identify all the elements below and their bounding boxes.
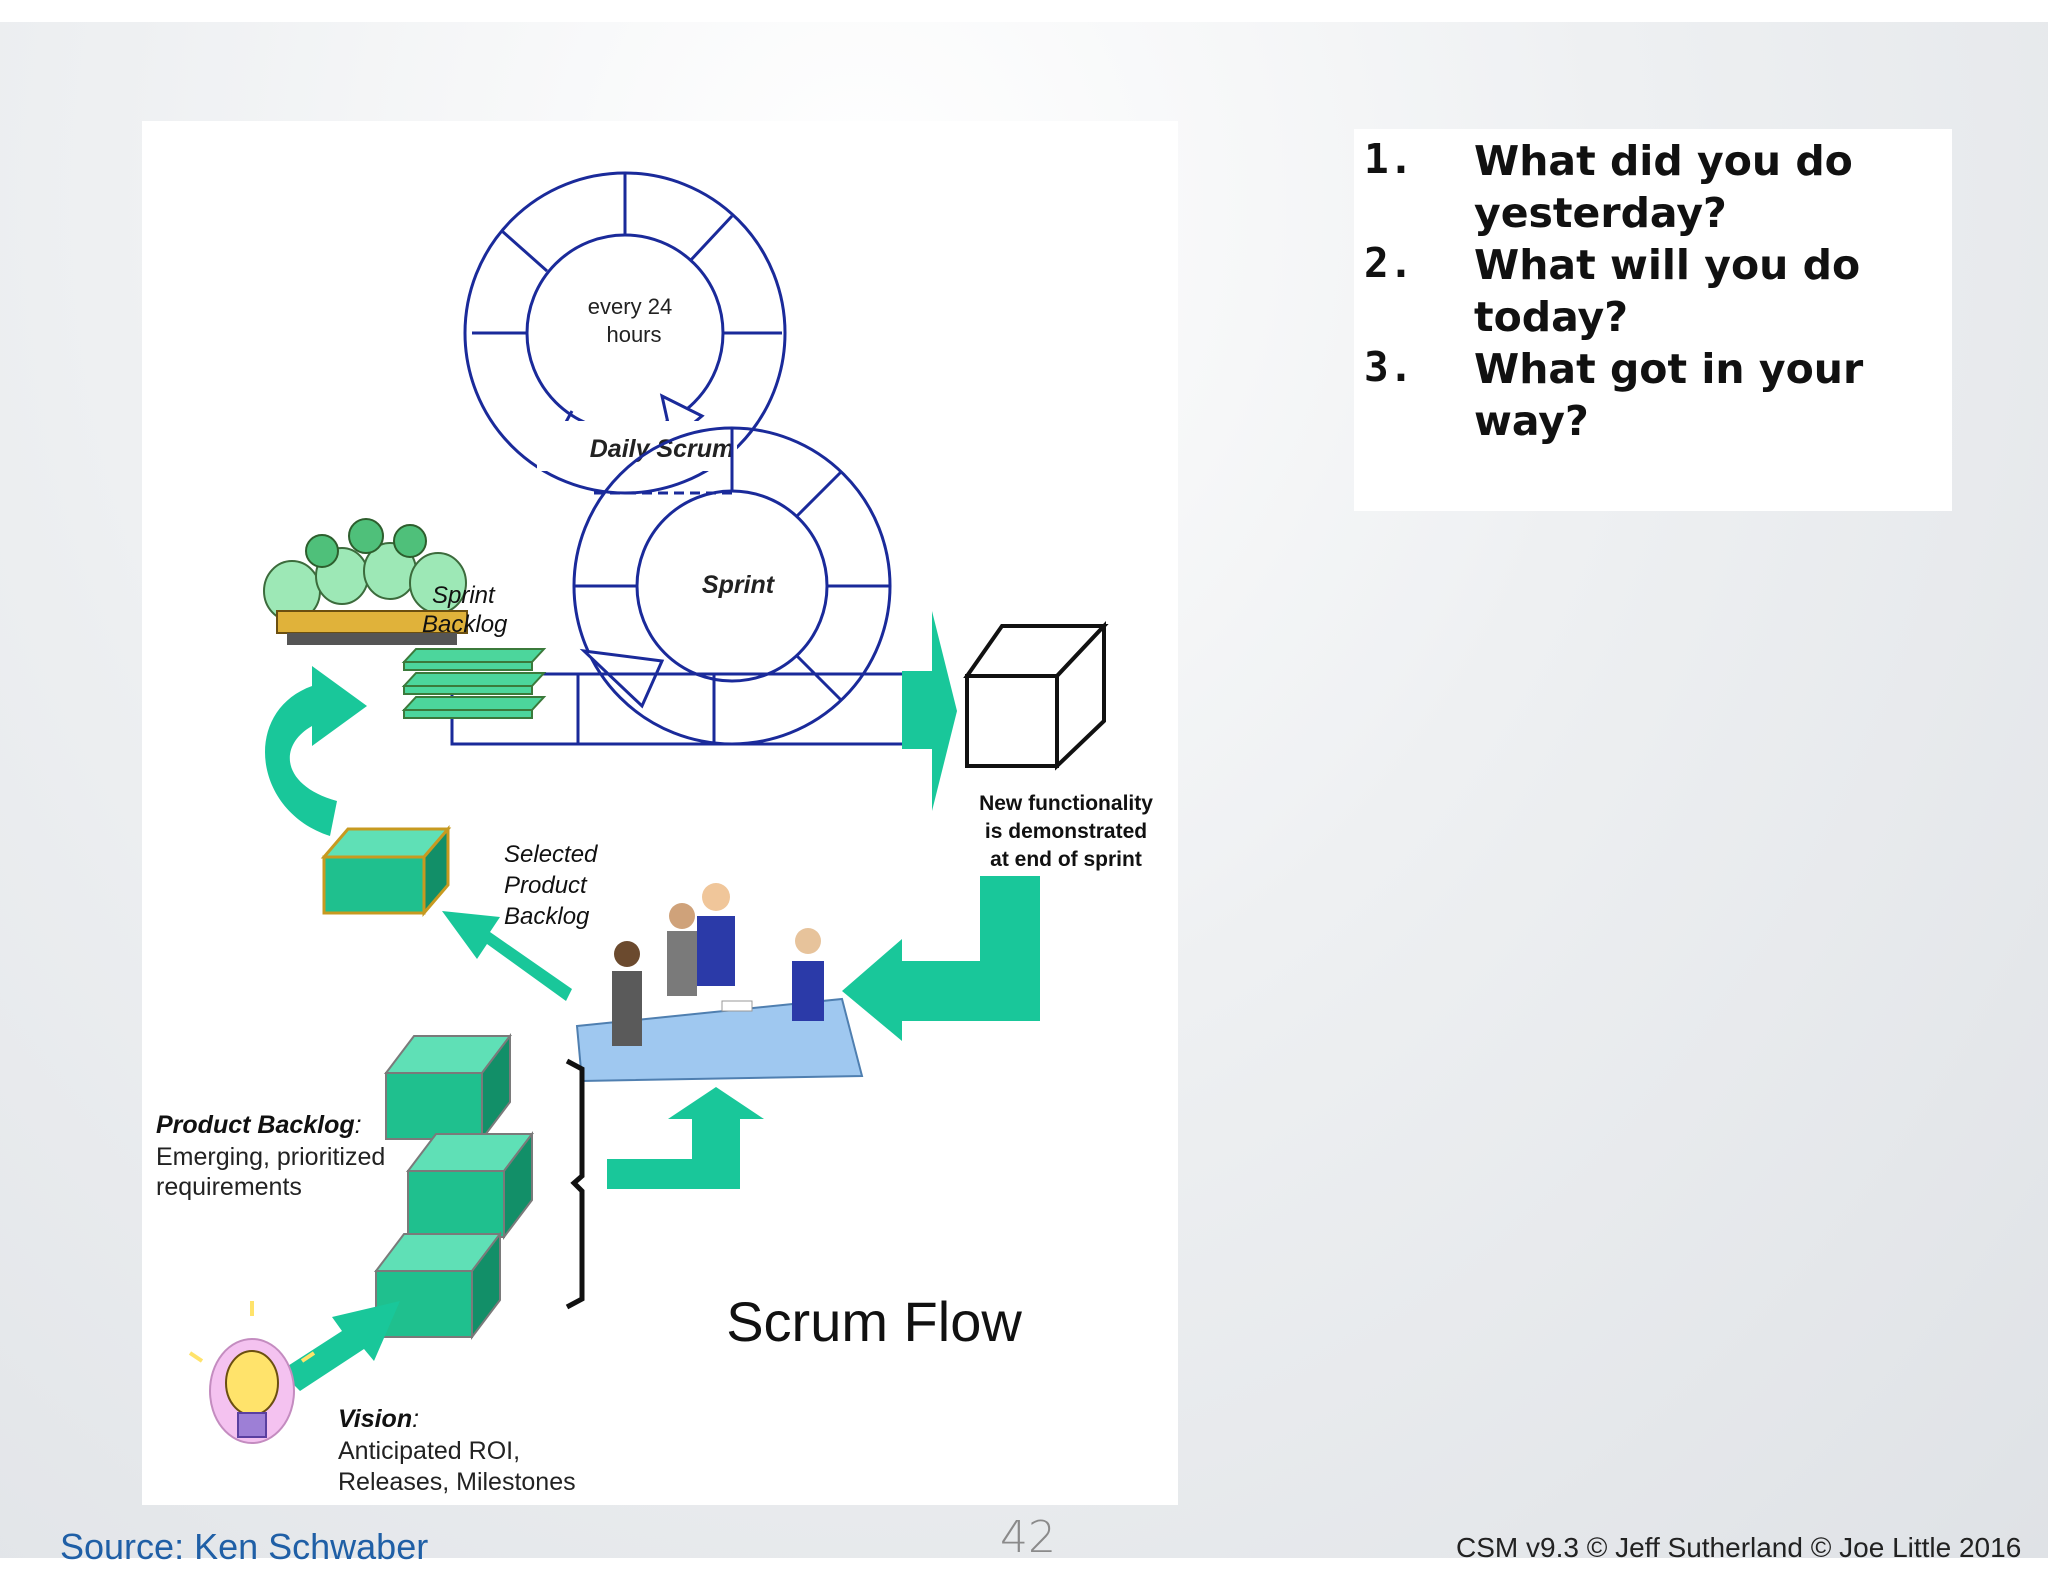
scrum-flow-diagram: every 24 hours Daily Scrum Sprint <box>142 121 1178 1505</box>
sprint-backlog-line2: Backlog <box>422 611 508 638</box>
scrum-flow-svg: every 24 hours Daily Scrum Sprint <box>156 171 1153 1496</box>
copyright-notice: CSM v9.3 © Jeff Sutherland © Joe Little … <box>1456 1532 2022 1563</box>
sprint-backlog-stack <box>401 648 547 719</box>
question-text: What will you do today? <box>1474 241 1861 341</box>
selected-backlog-line1: Selected <box>504 841 598 868</box>
planning-meeting-image <box>575 883 864 1083</box>
sprint-backlog-line1: Sprint <box>432 582 496 609</box>
sprint-cycle-arrow <box>579 648 665 709</box>
question-number: 2. <box>1364 239 1414 287</box>
diagram-title: Scrum Flow <box>726 1290 1022 1353</box>
page-number: 42 <box>1000 1512 1056 1563</box>
vision-desc-line2: Releases, Milestones <box>338 1468 576 1496</box>
light-bulb-icon <box>188 1301 316 1444</box>
vision-title: Vision: <box>338 1405 419 1433</box>
backlog-bracket <box>565 1058 585 1310</box>
selected-backlog-block <box>320 824 452 918</box>
question-number: 3. <box>1364 343 1414 391</box>
team-huddle-image <box>263 518 468 645</box>
daily-cycle-label-line2: hours <box>606 322 661 347</box>
vision-desc-line1: Anticipated ROI, <box>338 1437 520 1465</box>
question-text: What did you do yesterday? <box>1474 137 1853 237</box>
new-functionality-line2: is demonstrated <box>985 820 1147 843</box>
selected-backlog-line2: Product <box>504 872 588 899</box>
select-backlog-arrow <box>442 911 572 1001</box>
vision-arrow <box>280 1301 400 1391</box>
new-functionality-line1: New functionality <box>979 792 1153 815</box>
new-functionality-line3: at end of sprint <box>990 848 1142 871</box>
question-number: 1. <box>1364 135 1414 183</box>
plan-sprint-arrow <box>265 666 367 836</box>
review-feedback-arrow <box>842 876 1040 1041</box>
product-backlog-desc-line1: Emerging, prioritized <box>156 1143 385 1171</box>
product-backlog-title: Product Backlog: <box>156 1111 362 1139</box>
selected-backlog-line3: Backlog <box>504 903 590 930</box>
product-backlog-desc-line2: requirements <box>156 1173 302 1201</box>
standup-questions: 1. What did you do yesterday? 2. What wi… <box>1354 129 1952 511</box>
daily-scrum-label: Daily Scrum <box>590 435 735 463</box>
deliverable-cube <box>963 620 1109 771</box>
backlog-input-arrow <box>607 1087 764 1189</box>
question-text: What got in your way? <box>1474 345 1864 445</box>
slide-background: every 24 hours Daily Scrum Sprint <box>0 22 2048 1567</box>
daily-cycle-label-line1: every 24 <box>588 294 672 319</box>
sprint-output-arrow <box>902 611 957 811</box>
sprint-cycle <box>572 426 892 746</box>
source-credit: Source: Ken Schwaber <box>60 1526 429 1567</box>
sprint-label: Sprint <box>702 571 776 599</box>
product-backlog-stack <box>373 1033 535 1340</box>
